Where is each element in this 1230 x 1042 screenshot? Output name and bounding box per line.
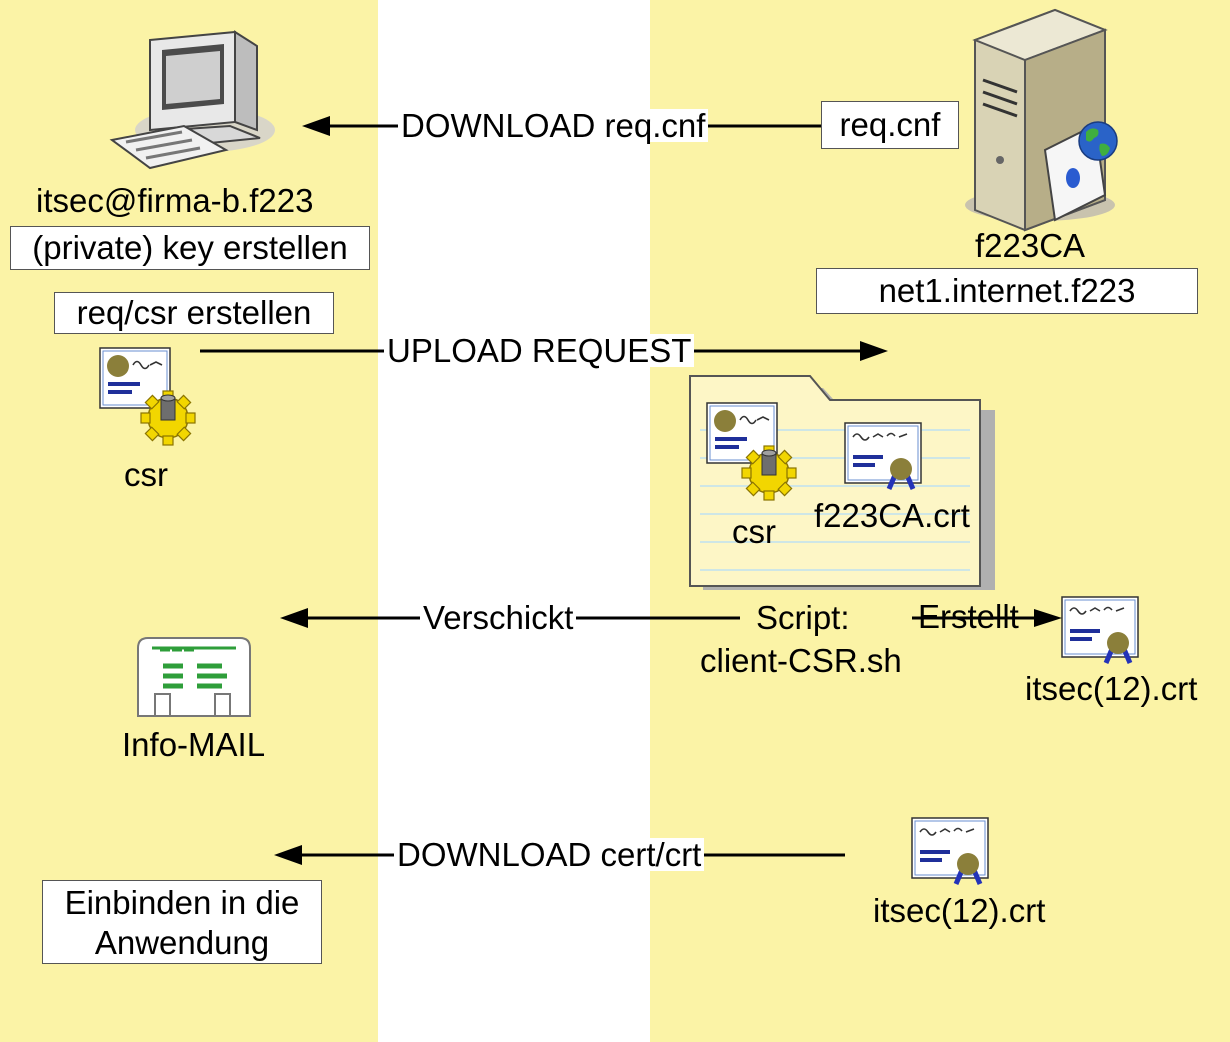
mail-icon <box>137 637 251 717</box>
certificate-icon <box>1062 597 1138 663</box>
globe-icon <box>1078 121 1118 161</box>
final-step-box: Einbinden in die Anwendung <box>42 880 322 964</box>
arrow-label-download-cert: DOWNLOAD cert/crt <box>394 838 705 871</box>
arrow-label-verschickt: Verschickt <box>420 601 577 634</box>
script-label-line2: client-CSR.sh <box>700 642 902 679</box>
client-csr-label: csr <box>124 456 168 493</box>
certificate-icon <box>912 818 988 884</box>
mail-label: Info-MAIL <box>122 726 266 763</box>
arrow-erstellt <box>912 609 1062 627</box>
issued-cert-label: itsec(12).crt <box>1025 670 1198 707</box>
final-step-line2: Anwendung <box>94 924 270 961</box>
ca-name-label: f223CA <box>975 227 1086 264</box>
config-file-box: req.cnf <box>821 101 959 149</box>
arrow-label-download-cnf: DOWNLOAD req.cnf <box>398 109 709 142</box>
download-cert-file-label: itsec(12).crt <box>873 892 1046 929</box>
certificate-request-icon <box>99 347 171 409</box>
folder-crt-label: f223CA.crt <box>814 497 970 534</box>
certificate-icon <box>845 423 921 489</box>
computer-icon <box>109 30 275 170</box>
arrow-label-erstellt: Erstellt <box>918 598 1019 635</box>
final-step-line1: Einbinden in die <box>64 884 300 921</box>
client-lane <box>0 0 378 1042</box>
client-user-label: itsec@firma-b.f223 <box>36 182 314 219</box>
script-label-line1: Script: <box>756 599 850 636</box>
req-step-box: req/csr erstellen <box>54 292 334 334</box>
arrow-label-upload-request: UPLOAD REQUEST <box>384 334 695 367</box>
gear-icon <box>741 445 797 501</box>
gear-icon <box>140 390 196 446</box>
ca-host-box: net1.internet.f223 <box>816 268 1198 314</box>
folder-csr-label: csr <box>732 513 776 550</box>
key-step-box: (private) key erstellen <box>10 226 370 270</box>
